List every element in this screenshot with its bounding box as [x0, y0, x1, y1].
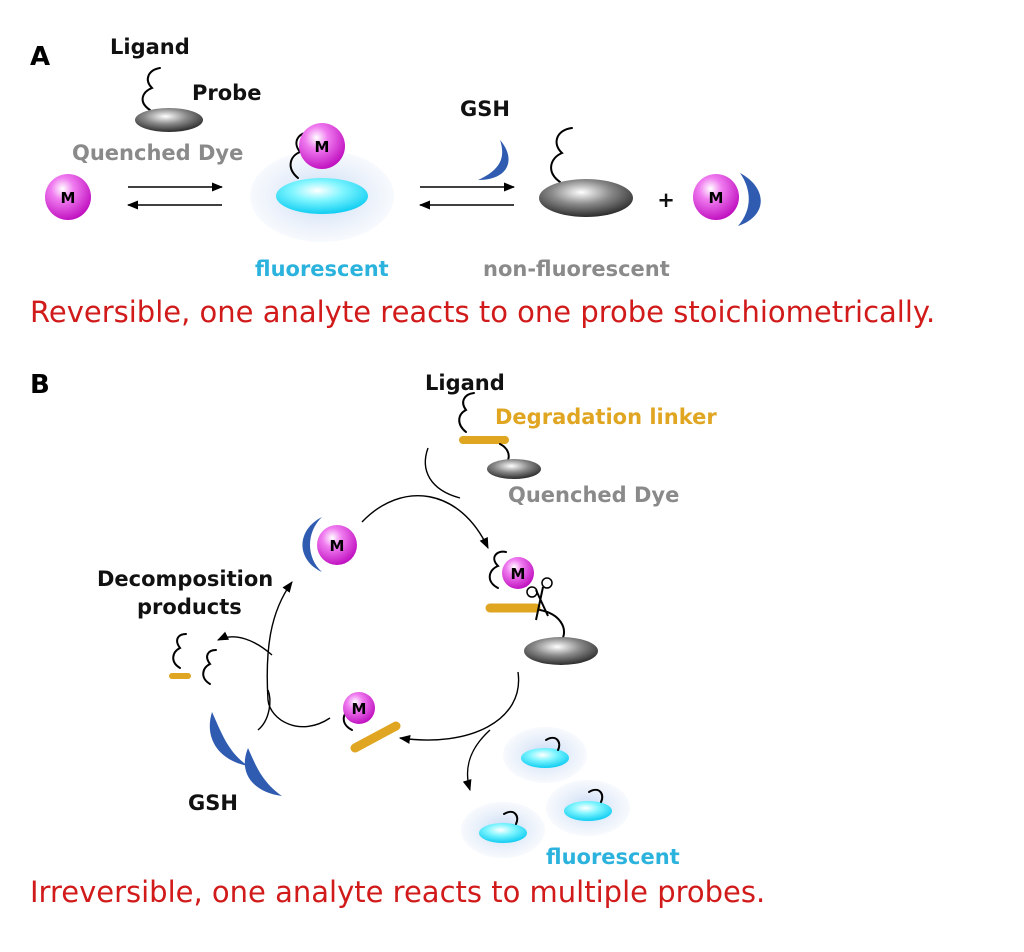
probe-quenched-dye [135, 108, 203, 132]
metal-gsh-complex: M [693, 173, 761, 226]
catalytic-cycle-arrows [216, 447, 520, 792]
plus-sign: + [657, 188, 675, 212]
metal-symbol: M [315, 138, 330, 156]
linker-dye-connector [539, 609, 565, 641]
panel-a-fluorescent-label: fluorescent [255, 257, 389, 281]
panel-b-fluorescent-label: fluorescent [546, 845, 680, 869]
probe-quenched-dye [487, 459, 541, 479]
metal-symbol: M [330, 537, 345, 555]
metal-symbol: M [709, 189, 724, 207]
fluorescent-dye-3 [461, 802, 545, 858]
panel-a-probe-label: Probe [192, 81, 261, 105]
panel-a-label: A [30, 42, 50, 72]
panel-b-gsh-label: GSH [188, 791, 238, 815]
cleaved-ligand-metal: M [342, 692, 401, 753]
bound-probe-cleavage: M [485, 550, 598, 665]
panel-b-caption: Irreversible, one analyte reacts to mult… [30, 875, 765, 909]
panel-b-ligand-label: Ligand [425, 371, 505, 395]
metal-symbol: M [352, 700, 367, 718]
metal-ion-free: M [45, 174, 91, 220]
metal-gsh-complex-cycle: M [302, 517, 357, 572]
equilibrium-arrows-1 [126, 182, 224, 210]
gsh-crescent-icon [209, 712, 248, 766]
probe-quenched-dye [524, 637, 598, 665]
gsh-crescent-icon [738, 173, 761, 226]
panel-a-caption: Reversible, one analyte reacts to one pr… [30, 295, 935, 329]
decomposition-label-line1: Decomposition [97, 567, 273, 591]
probe-ligand-hook [488, 550, 507, 589]
panel-a-non-fluorescent-label: non-fluorescent [483, 257, 670, 281]
fluorescent-dye-1 [503, 727, 587, 783]
panel-a-quenched-dye-label: Quenched Dye [72, 141, 243, 165]
probe-ligand-hook [458, 392, 475, 433]
metal-symbol: M [511, 565, 526, 583]
decomposition-fragments [169, 633, 217, 685]
non-fluorescent-probe [539, 127, 633, 217]
linker-dye-connector [499, 443, 510, 461]
probe-ligand-hook [141, 67, 161, 111]
metal-symbol: M [61, 189, 76, 207]
gsh-crescent-icon [302, 517, 322, 572]
degradation-linker-label: Degradation linker [495, 405, 717, 429]
gsh-crescent-icon [244, 748, 282, 796]
gsh-crescent-icon [478, 140, 509, 180]
panel-b-quenched-dye-label: Quenched Dye [508, 483, 679, 507]
degradation-linker-bar [350, 721, 401, 753]
panel-a-ligand-label: Ligand [110, 35, 190, 59]
fluorescent-dye-2 [546, 780, 630, 836]
fluorescent-complex: M [250, 123, 394, 242]
equilibrium-arrows-2 [418, 182, 516, 210]
panel-a-gsh-label: GSH [460, 97, 510, 121]
panel-b-label: B [30, 370, 50, 400]
probe-ligand-hook [550, 127, 573, 183]
decomposition-label-line2: products [137, 595, 242, 619]
scissors-icon [526, 577, 553, 621]
